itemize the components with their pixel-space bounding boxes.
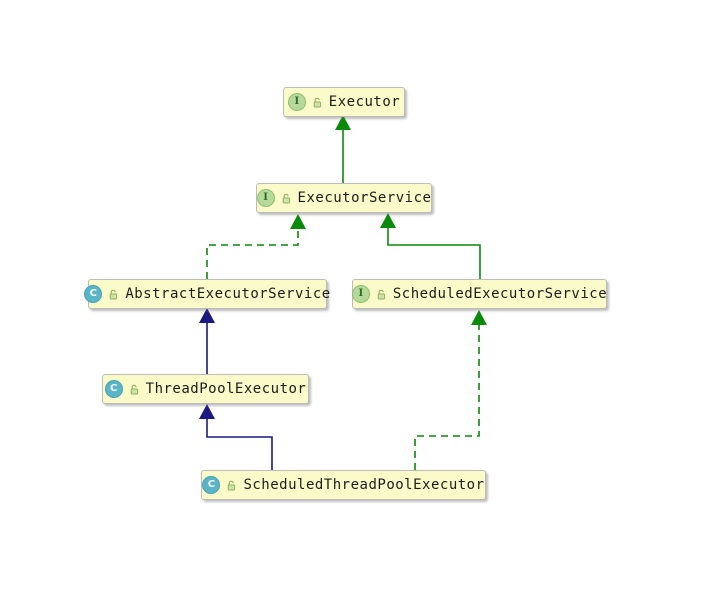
interface-icon: I (287, 93, 306, 111)
node-label: ExecutorService (297, 190, 432, 206)
edge-scheduledthreadpoolexecutor-implements-scheduledexecutorservice (414, 310, 487, 470)
node-scheduled-executor-service[interactable]: I ScheduledExecutorService (351, 279, 608, 309)
edge-executorservice-extends-executor (335, 115, 351, 183)
public-unlocked-padlock-icon (377, 289, 385, 299)
class-icon: C (84, 285, 103, 303)
edge-scheduledthreadpoolexecutor-extends-threadpoolexecutor (199, 404, 273, 470)
node-scheduled-thread-pool-executor[interactable]: C ScheduledThreadPoolExecutor (201, 470, 486, 500)
interface-icon: I (351, 285, 370, 303)
node-thread-pool-executor[interactable]: C ThreadPoolExecutor (102, 374, 309, 404)
node-label: AbstractExecutorService (125, 286, 331, 302)
public-unlocked-padlock-icon (110, 289, 118, 299)
class-icon: C (202, 476, 221, 494)
node-executor[interactable]: I Executor (283, 87, 405, 117)
class-icon: C (104, 380, 123, 398)
public-unlocked-padlock-icon (282, 193, 290, 203)
public-unlocked-padlock-icon (228, 480, 236, 490)
node-abstract-executor-service[interactable]: C AbstractExecutorService (84, 279, 331, 309)
interface-icon: I (256, 189, 275, 207)
node-label: ScheduledExecutorService (392, 286, 608, 302)
public-unlocked-padlock-icon (313, 97, 321, 107)
node-executor-service[interactable]: I ExecutorService (256, 183, 432, 213)
public-unlocked-padlock-icon (130, 384, 138, 394)
node-label: Executor (328, 94, 401, 110)
edge-threadpoolexecutor-extends-abstractexecutorservice (199, 308, 215, 374)
node-label: ScheduledThreadPoolExecutor (243, 477, 485, 493)
edge-scheduledexecutorservice-extends-executorservice (380, 213, 481, 279)
node-label: ThreadPoolExecutor (145, 381, 307, 397)
edge-abstractexecutorservice-implements-executorservice (206, 214, 306, 279)
